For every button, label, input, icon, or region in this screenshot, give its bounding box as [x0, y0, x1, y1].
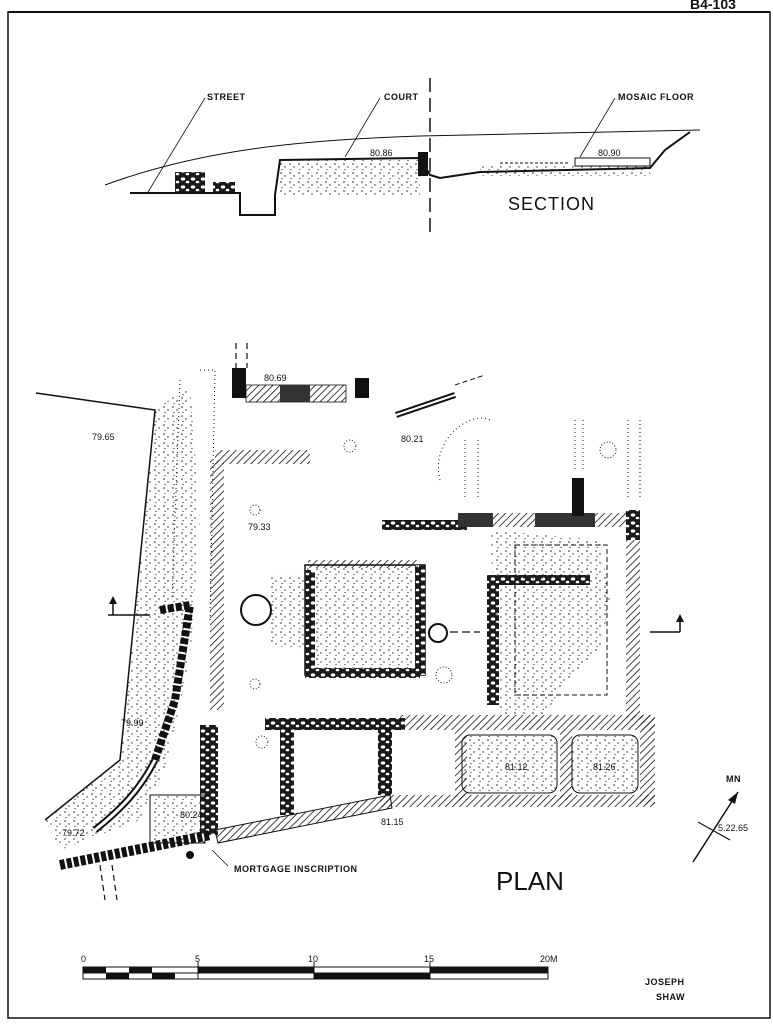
plan-elev-5: 79.99	[121, 718, 144, 728]
label-mortgage-inscription: MORTGAGE INSCRIPTION	[234, 864, 358, 874]
section-title: SECTION	[508, 194, 595, 214]
plan-elev-7: 79.72	[62, 828, 85, 838]
plan-elev-6: 80.24	[180, 810, 203, 820]
plan-elev-10: 81.26	[593, 762, 616, 772]
sheet-ref: B4-103	[690, 0, 736, 12]
author-first-name: JOSEPH	[645, 977, 685, 987]
label-street: STREET	[207, 92, 246, 102]
north-arrow-label: MN	[726, 774, 741, 784]
scale-tick-15: 15	[424, 954, 434, 964]
plan-title: PLAN	[496, 866, 564, 896]
plan-elev-4: 79.33	[248, 522, 271, 532]
section-drawing	[104, 78, 701, 232]
label-court: COURT	[384, 92, 419, 102]
label-mosaic-floor: MOSAIC FLOOR	[618, 92, 694, 102]
scale-tick-20: 20M	[540, 954, 558, 964]
scale-tick-0: 0	[81, 954, 86, 964]
section-elev-2: 80.90	[598, 148, 621, 158]
north-arrow-date: 5.22.65	[718, 823, 748, 833]
north-arrow	[692, 791, 739, 863]
plan-elev-9: 81.12	[505, 762, 528, 772]
scale-tick-10: 10	[308, 954, 318, 964]
plan-elev-8: 81.15	[381, 817, 404, 827]
section-elev-1: 80.86	[370, 148, 393, 158]
scale-bar	[82, 962, 549, 980]
plan-drawing	[35, 343, 684, 901]
scale-tick-5: 5	[195, 954, 200, 964]
plan-elev-3: 80.21	[401, 434, 424, 444]
plan-elev-1: 79.65	[92, 432, 115, 442]
author-last-name: SHAW	[656, 992, 685, 1002]
plan-elev-2: 80.69	[264, 373, 287, 383]
